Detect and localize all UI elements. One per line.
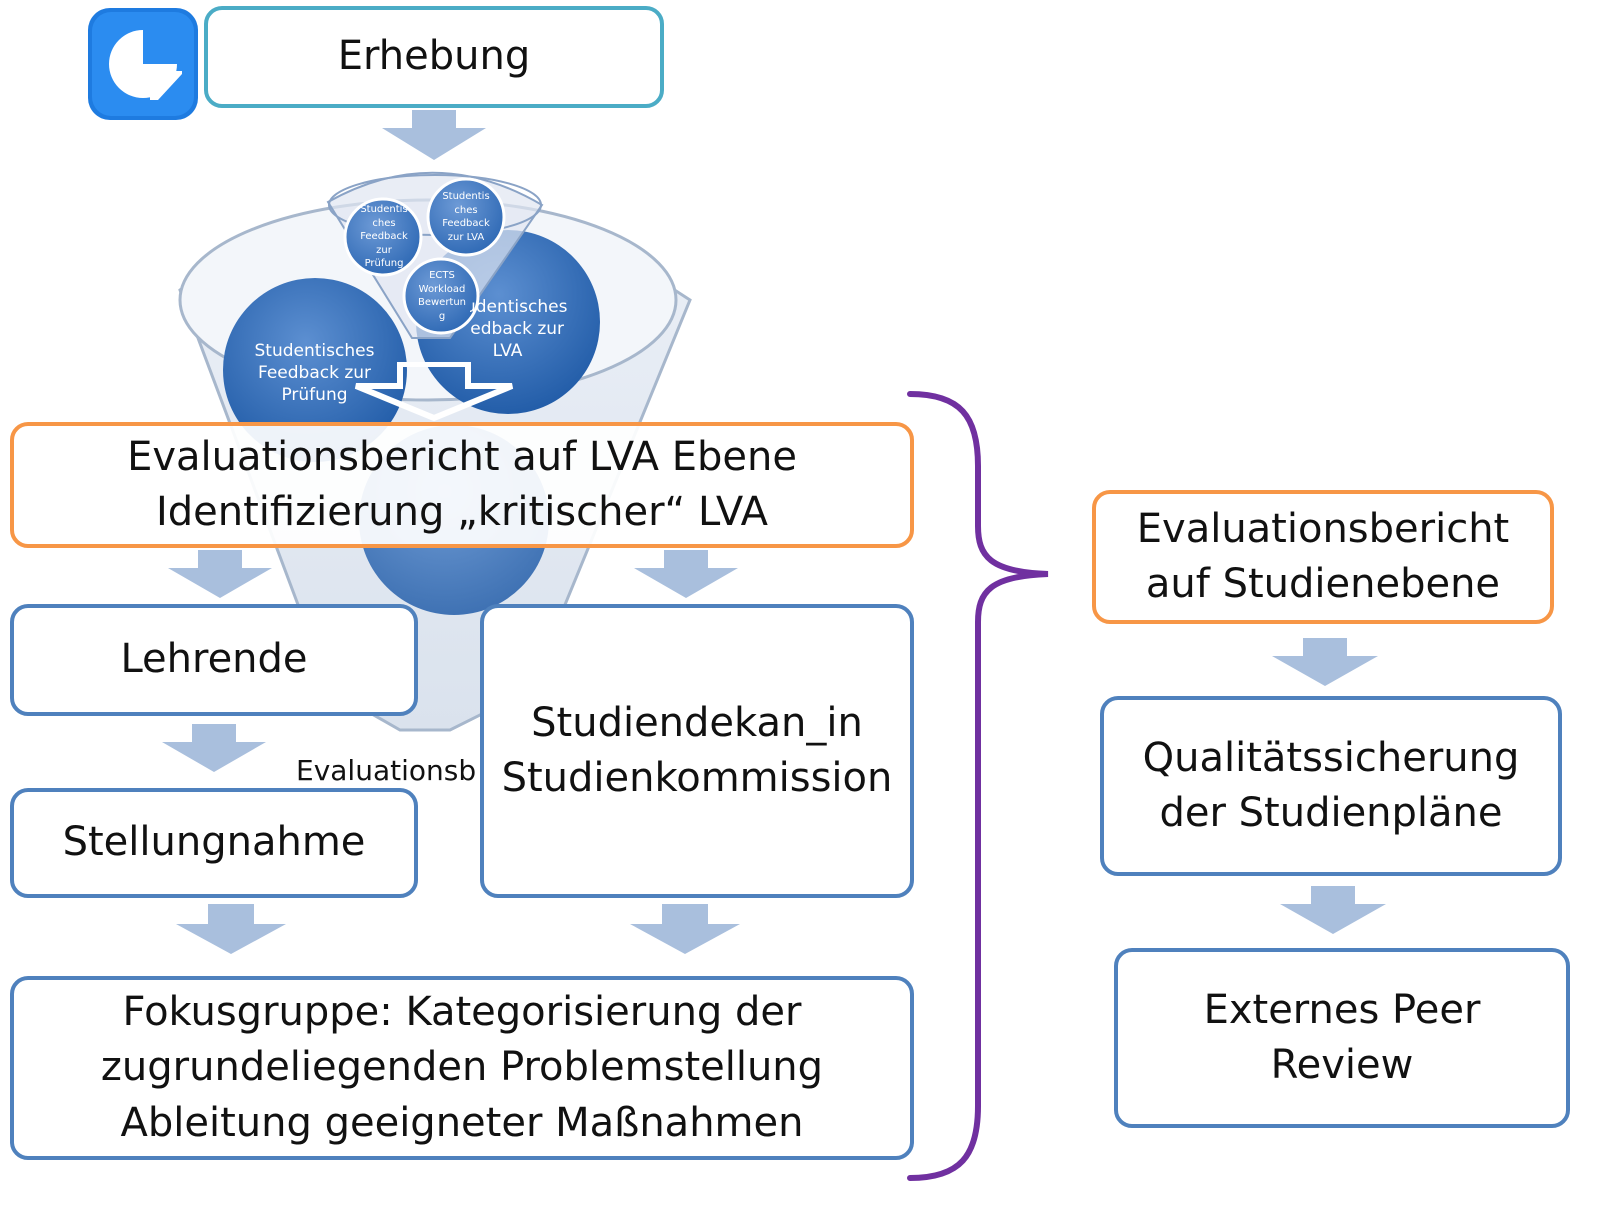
stellungnahme-label: Stellungnahme: [62, 819, 366, 866]
fokusgruppe-box: Fokusgruppe: Kategorisierung der zugrund…: [10, 976, 914, 1160]
small-circle-bottom: [402, 257, 480, 335]
small-circle-right: [426, 177, 506, 257]
curly-brace: [907, 391, 1049, 1181]
small-circle-left: [343, 197, 423, 277]
arrow-down-6: [630, 904, 740, 954]
lehrende-box: Lehrende: [10, 604, 418, 716]
big-circle-right-label: Studentisches Feedback zur LVA: [447, 297, 568, 362]
big-circle-left: [223, 278, 407, 462]
small-circle-bottom-label: ECTS Workload Bewertun g: [417, 270, 467, 322]
stellungnahme-box: Stellungnahme: [10, 788, 418, 898]
qualitaet-box: Qualitätssicherung der Studienpläne: [1100, 696, 1562, 876]
big-circle-left-label: Studentisches Feedback zur Prüfung: [254, 341, 375, 406]
small-circle-left-label: Studentis ches Feedback zur Prüfung: [360, 204, 408, 269]
arrow-down-1: [382, 110, 486, 160]
peer-review-label: Externes Peer Review: [1203, 986, 1481, 1088]
small-circle-right-label: Studentis ches Feedback zur LVA: [442, 191, 490, 243]
peer-review-box: Externes Peer Review: [1114, 948, 1570, 1128]
fokusgruppe-label: Fokusgruppe: Kategorisierung der zugrund…: [100, 989, 824, 1146]
lehrende-label: Lehrende: [120, 636, 308, 683]
arrow-down-2: [168, 550, 272, 598]
funnel-output-arrow: [354, 362, 514, 422]
studiendekan-label: Studiendekan_in Studienkommission: [501, 699, 893, 801]
lva-report-label: Evaluationsbericht auf LVA Ebene Identif…: [127, 433, 797, 535]
lva-report-box: Evaluationsbericht auf LVA Ebene Identif…: [10, 422, 914, 548]
erhebung-box: Erhebung: [204, 6, 664, 108]
app-logo-icon: [88, 8, 198, 120]
qualitaet-label: Qualitätssicherung der Studienpläne: [1142, 734, 1520, 836]
studien-report-label: Evaluationsbericht auf Studienebene: [1136, 505, 1510, 607]
arrow-down-8: [1280, 886, 1386, 934]
studien-report-box: Evaluationsbericht auf Studienebene: [1092, 490, 1554, 624]
studiendekan-box: Studiendekan_in Studienkommission: [480, 604, 914, 898]
arrow-down-5: [176, 904, 286, 954]
arrow-down-4: [162, 724, 266, 772]
arrow-down-7: [1272, 638, 1378, 686]
erhebung-label: Erhebung: [337, 33, 531, 80]
arrow-down-3: [634, 550, 738, 598]
